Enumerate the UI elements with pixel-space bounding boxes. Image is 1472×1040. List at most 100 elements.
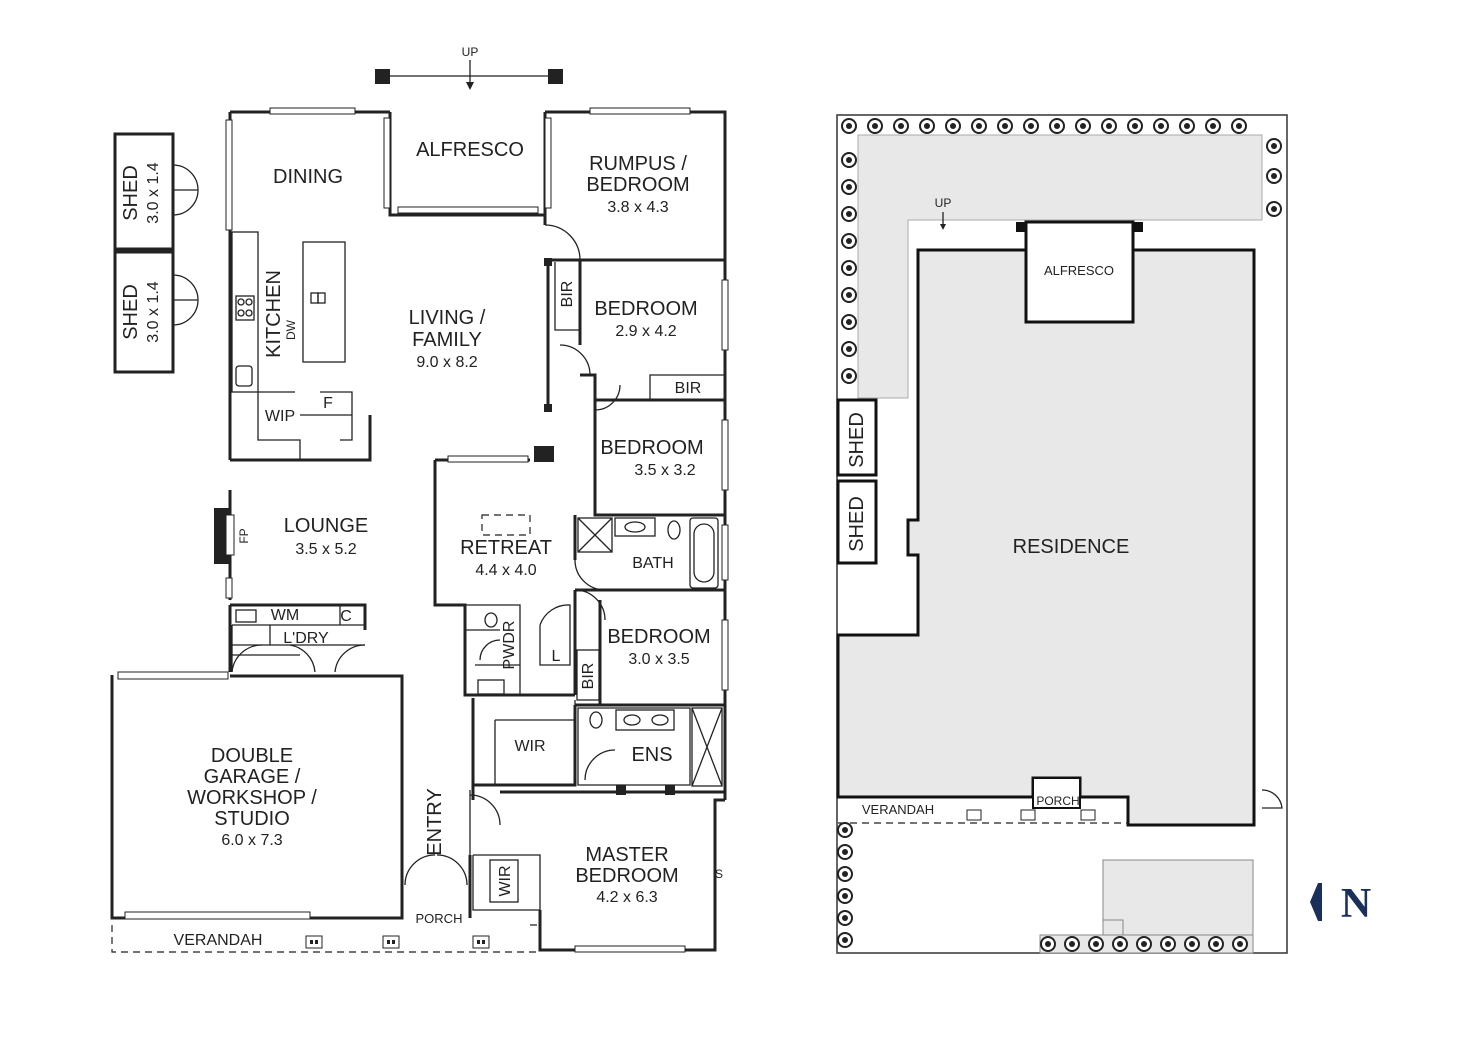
tree-center-icon <box>1210 123 1216 129</box>
bir-label-3: BIR <box>580 663 597 690</box>
tree-center-icon <box>1236 123 1242 129</box>
tree-center-icon <box>1093 941 1099 947</box>
living-label: LIVING / <box>409 307 486 329</box>
shed-dim-1: 3.0 x 1.4 <box>145 162 162 223</box>
wm-label: WM <box>271 607 299 624</box>
tree-center-icon <box>846 211 852 217</box>
rumpus-label-2: BEDROOM <box>586 174 689 196</box>
tree-center-icon <box>1045 941 1051 947</box>
tree-center-icon <box>924 123 930 129</box>
living-label-2: FAMILY <box>412 329 482 351</box>
tree-center-icon <box>1237 941 1243 947</box>
garage-dim: 6.0 x 7.3 <box>221 832 282 849</box>
kitchen-label: KITCHEN <box>263 270 285 358</box>
garage-label-4: STUDIO <box>214 808 290 830</box>
north-compass: N <box>1310 881 1371 927</box>
cupboard-label: C <box>340 608 352 625</box>
tree-center-icon <box>1271 206 1277 212</box>
site-up-label: UP <box>935 196 952 210</box>
master-dim: 4.2 x 6.3 <box>596 889 657 906</box>
site-verandah-label: VERANDAH <box>862 802 934 817</box>
alfresco-label: ALFRESCO <box>416 139 524 161</box>
tree-center-icon <box>1132 123 1138 129</box>
tree-center-icon <box>846 238 852 244</box>
master-label-2: BEDROOM <box>575 865 678 887</box>
bedroom2-label: BEDROOM <box>594 298 697 320</box>
entry-label: ENTRY <box>424 788 446 855</box>
tree-center-icon <box>1028 123 1034 129</box>
tree-center-icon <box>842 915 848 921</box>
tree-center-icon <box>1002 123 1008 129</box>
verandah-label: VERANDAH <box>174 932 263 949</box>
tree-center-icon <box>846 319 852 325</box>
up-label: UP <box>462 45 479 59</box>
lounge-label: LOUNGE <box>284 515 368 537</box>
tree-center-icon <box>846 373 852 379</box>
dining-label: DINING <box>273 166 343 188</box>
tree-center-icon <box>842 871 848 877</box>
tree-center-icon <box>846 292 852 298</box>
site-shed-label-1: SHED <box>846 412 868 468</box>
tree-center-icon <box>1080 123 1086 129</box>
rumpus-dim: 3.8 x 4.3 <box>607 199 668 216</box>
s-label: S <box>715 867 723 881</box>
tree-center-icon <box>1069 941 1075 947</box>
tree-center-icon <box>1054 123 1060 129</box>
north-arrow-icon <box>1310 883 1322 921</box>
tree-center-icon <box>1165 941 1171 947</box>
bedroom3-label: BEDROOM <box>600 437 703 459</box>
wir-label-1: WIR <box>514 738 545 755</box>
site-porch-label: PORCH <box>1036 794 1079 808</box>
tree-center-icon <box>846 265 852 271</box>
fp-label: FP <box>237 528 251 543</box>
tree-center-icon <box>1271 143 1277 149</box>
bath-label: BATH <box>632 555 673 572</box>
shed-label-2: SHED <box>120 284 142 340</box>
porch-label: PORCH <box>416 911 463 926</box>
laundry-label: L'DRY <box>283 630 329 647</box>
garage-label-1: DOUBLE <box>211 745 293 767</box>
site-plan: UP ALFRESCO SHED SHED RESIDENCE PORCH VE… <box>836 114 1288 954</box>
shed-dim-2: 3.0 x 1.4 <box>145 281 162 342</box>
tree-center-icon <box>846 157 852 163</box>
garage-label-2: GARAGE / <box>204 766 301 788</box>
tree-center-icon <box>842 937 848 943</box>
tree-center-icon <box>842 893 848 899</box>
tree-center-icon <box>898 123 904 129</box>
tree-center-icon <box>1189 941 1195 947</box>
tree-center-icon <box>1184 123 1190 129</box>
tree-center-icon <box>872 123 878 129</box>
garage-label-3: WORKSHOP / <box>187 787 317 809</box>
living-dim: 9.0 x 8.2 <box>416 354 477 371</box>
tree-center-icon <box>1141 941 1147 947</box>
tree-center-icon <box>846 346 852 352</box>
bedroom2-dim: 2.9 x 4.2 <box>615 323 676 340</box>
site-shed-label-2: SHED <box>846 496 868 552</box>
tree-center-icon <box>1158 123 1164 129</box>
master-label-1: MASTER <box>585 844 668 866</box>
bedroom4-dim: 3.0 x 3.5 <box>628 651 689 668</box>
tree-center-icon <box>976 123 982 129</box>
floor-plan: UP ALFRESCO DINING RUMPUS / BEDROOM 3.8 … <box>110 45 729 953</box>
bir-label-2: BIR <box>675 380 702 397</box>
tree-center-icon <box>1213 941 1219 947</box>
lounge-dim: 3.5 x 5.2 <box>295 541 356 558</box>
ensuite-label: ENS <box>631 744 672 766</box>
shed-label-1: SHED <box>120 165 142 221</box>
retreat-dim: 4.4 x 4.0 <box>475 562 536 579</box>
bedroom4-label: BEDROOM <box>607 626 710 648</box>
tree-center-icon <box>846 123 852 129</box>
wip-label: WIP <box>265 408 295 425</box>
tree-center-icon <box>842 827 848 833</box>
tree-center-icon <box>1271 173 1277 179</box>
tree-center-icon <box>950 123 956 129</box>
pwdr-label: PWDR <box>501 621 518 670</box>
tree-center-icon <box>842 849 848 855</box>
retreat-label: RETREAT <box>460 537 552 559</box>
north-label: N <box>1341 881 1371 927</box>
site-alfresco-label: ALFRESCO <box>1044 263 1114 278</box>
fridge-label: F <box>323 395 333 412</box>
dw-label: DW <box>284 319 298 340</box>
bir-label-1: BIR <box>559 281 576 308</box>
